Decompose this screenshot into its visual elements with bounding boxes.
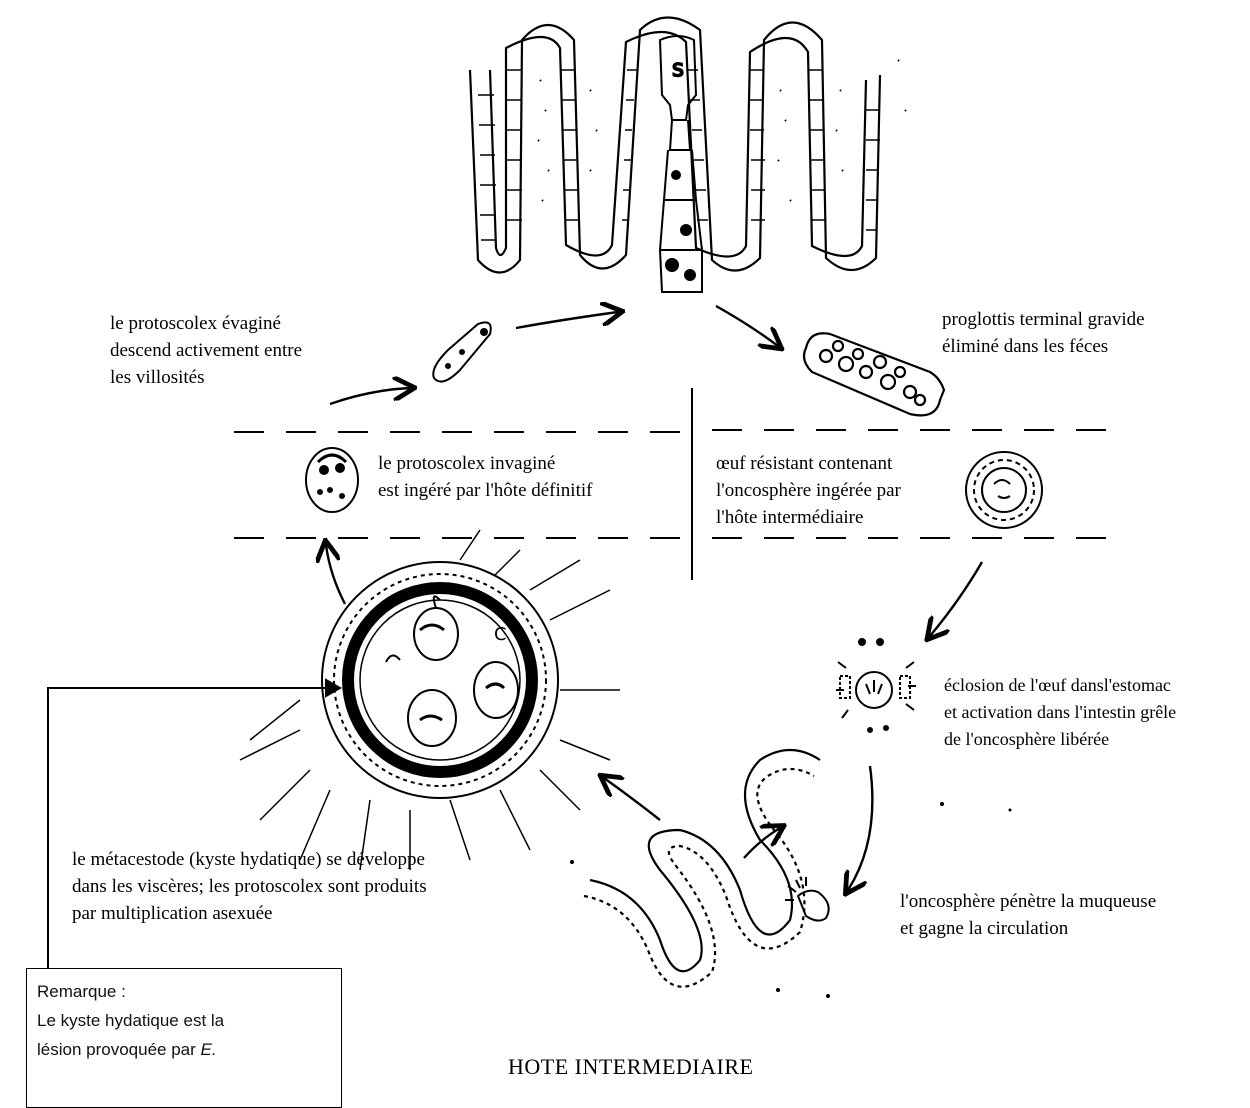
hatched-oncosphere [836,639,916,732]
label-protoscolex-invagine: le protoscolex invaginé est ingéré par l… [378,450,592,504]
intermediate-host-intestine [584,750,820,987]
evaginated-protoscolex [433,322,491,381]
note-box: Remarque : Le kyste hydatique est la lés… [26,968,342,1108]
invaginated-protoscolex [306,448,358,512]
arrow-to-villi [516,312,618,328]
label-protoscolex-evagine: le protoscolex évaginé descend activemen… [110,310,302,391]
host-boundary-lines [234,430,1118,538]
arrow-to-cyst [604,778,660,820]
footer-title: HOTE INTERMEDIAIRE [508,1054,753,1080]
label-proglottis: proglottis terminal gravide éliminé dans… [942,306,1145,360]
note-heading: Remarque : [37,977,331,1006]
arrow-to-proglottid [716,306,778,346]
hydatid-cyst: C [240,530,620,870]
arrow-to-evaginated [330,388,410,404]
egg-with-oncosphere [966,452,1042,528]
scolex-letter: S [672,60,683,81]
gravid-proglottid [804,333,944,415]
echinococcus-life-cycle-diagram: S [0,0,1250,1084]
arrow-to-penetration [848,766,872,890]
note-line-2: lésion provoquée par E. [37,1035,331,1064]
adult-worm: S [660,36,702,292]
note-line-1: Le kyste hydatique est la [37,1006,331,1035]
arrow-to-hatching [930,562,982,636]
label-oncosphere: l'oncosphère pénètre la muqueuse et gagn… [900,888,1156,942]
cyst-letter: C [494,624,507,645]
label-oeuf: œuf résistant contenant l'oncosphère ing… [716,450,901,531]
label-metacestode: le métacestode (kyste hydatique) se déve… [72,846,427,927]
arrow-to-invaginated [326,545,345,604]
label-eclosion: éclosion de l'œuf dansl'estomac et activ… [944,672,1176,753]
